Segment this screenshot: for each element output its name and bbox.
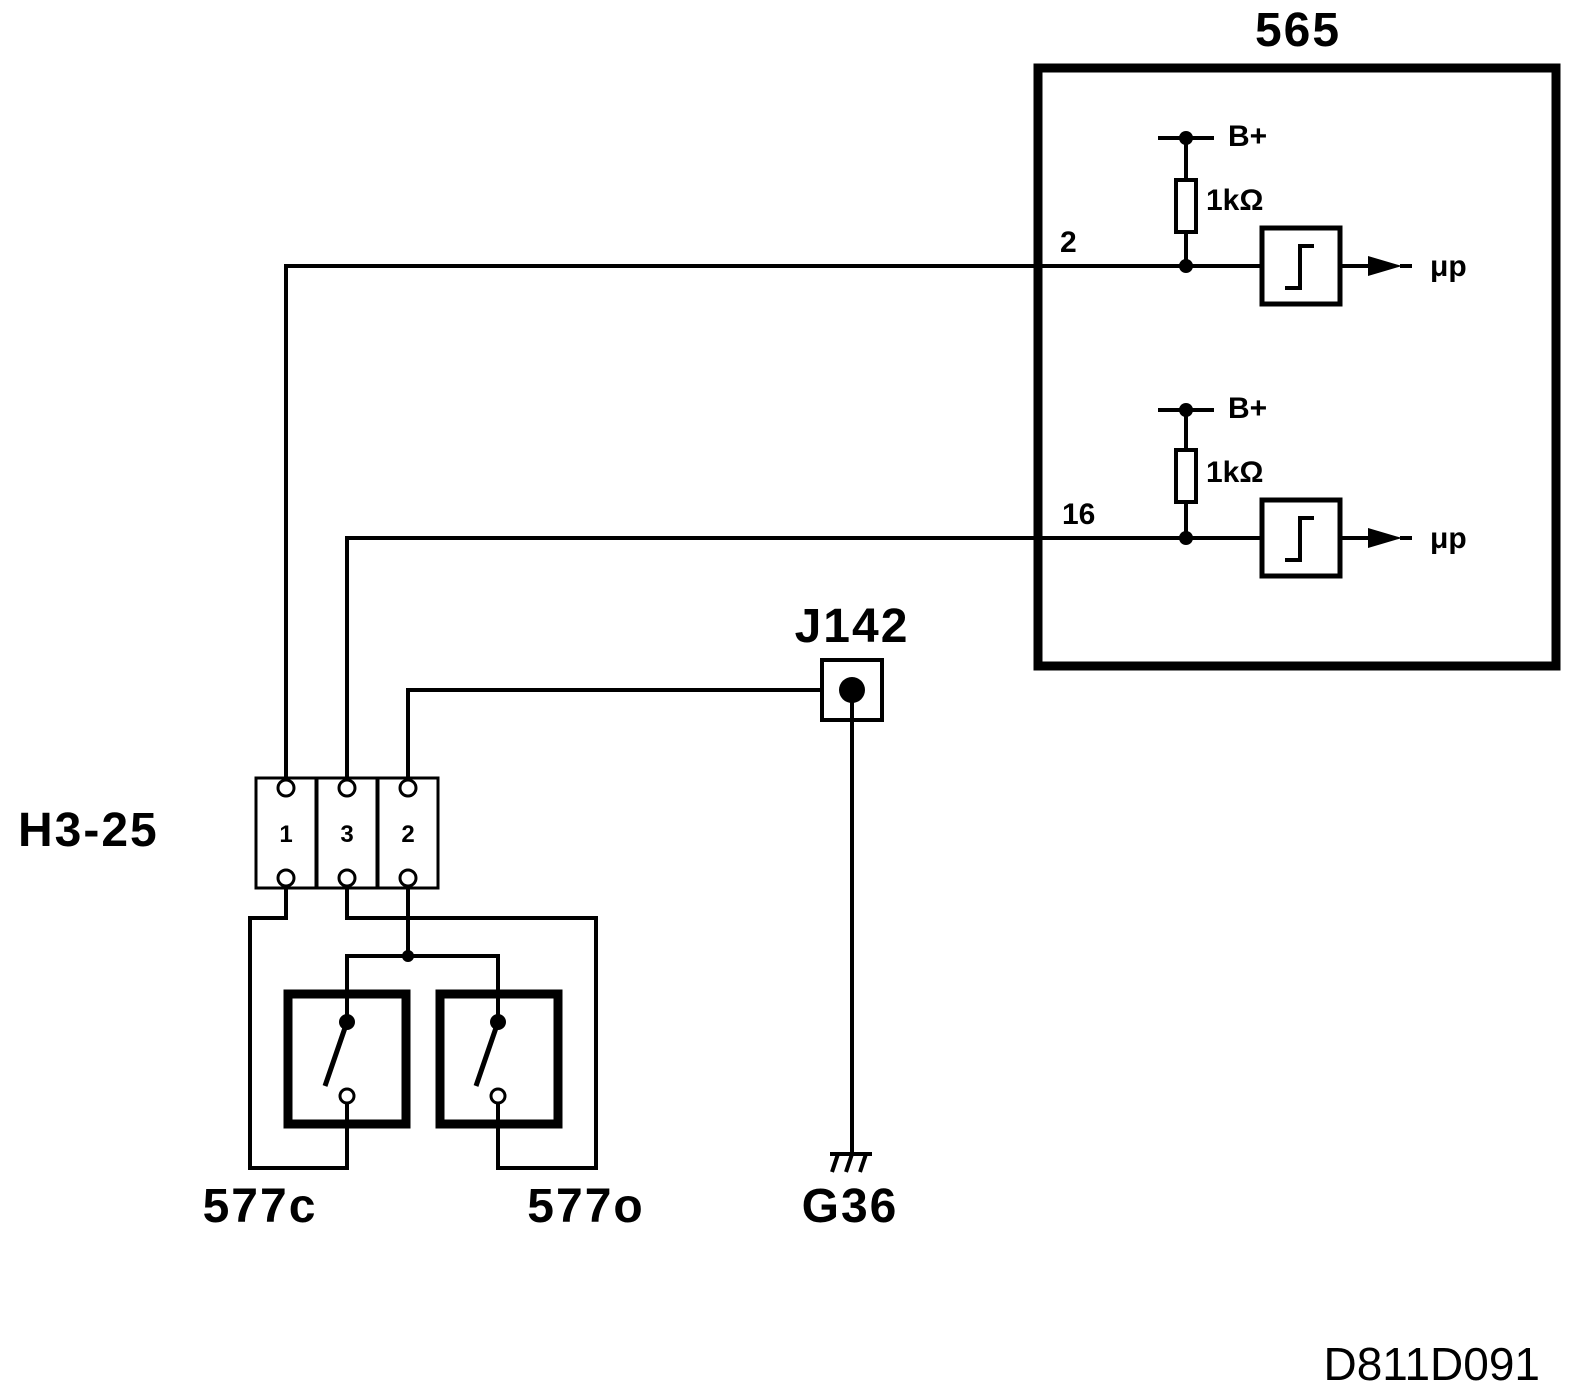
output-label-1: μp (1430, 250, 1467, 283)
output-arrow-1 (1368, 256, 1402, 276)
junction-label: J142 (795, 600, 910, 653)
supply-label-1: B+ (1228, 120, 1267, 153)
connector-label: H3-25 (18, 804, 159, 857)
connector-position-3: 3 (340, 821, 353, 848)
schmitt-symbol-1 (1285, 244, 1314, 290)
switch-577c-box (283, 989, 411, 1129)
pin-label-16: 16 (1062, 498, 1095, 531)
wire-pin1-to-pin2 (284, 264, 1186, 780)
ground-label: G36 (802, 1180, 899, 1233)
output-label-2: μp (1430, 522, 1467, 555)
wire-pin1-to-577c (248, 886, 349, 1170)
input-circuit-2: B+ 1kΩ 16 μp (1062, 392, 1467, 579)
supply-label-2: B+ (1228, 392, 1267, 425)
wire-pin2-to-j142 (406, 688, 852, 780)
resistor-1 (1174, 178, 1198, 234)
ground-symbol (830, 1152, 872, 1173)
input-circuit-1: B+ 1kΩ 2 μp (1060, 120, 1467, 307)
resistor-2 (1174, 448, 1198, 504)
output-arrow-2 (1368, 528, 1402, 548)
wire-pin3-to-577o (345, 886, 598, 1170)
wire-common-to-switches (345, 954, 500, 1022)
switch-577o (435, 989, 563, 1129)
switch-577c-label: 577c (203, 1180, 318, 1233)
wire-pin3-to-pin16 (345, 536, 1186, 780)
connector-position-2: 2 (401, 821, 414, 848)
connector-h3-25: 1 3 2 (254, 776, 440, 890)
pin-label-2: 2 (1060, 226, 1077, 259)
module-565-box (1033, 63, 1561, 671)
switch-577c (283, 989, 411, 1129)
switch-577o-label: 577o (527, 1180, 644, 1233)
connector-position-1: 1 (279, 821, 292, 848)
schmitt-symbol-2 (1285, 516, 1314, 562)
resistor-label-2: 1kΩ (1206, 456, 1263, 489)
switch-577o-box (435, 989, 563, 1129)
drawing-id: D811D091 (1323, 1338, 1540, 1390)
resistor-label-1: 1kΩ (1206, 184, 1263, 217)
module-label: 565 (1255, 4, 1341, 57)
